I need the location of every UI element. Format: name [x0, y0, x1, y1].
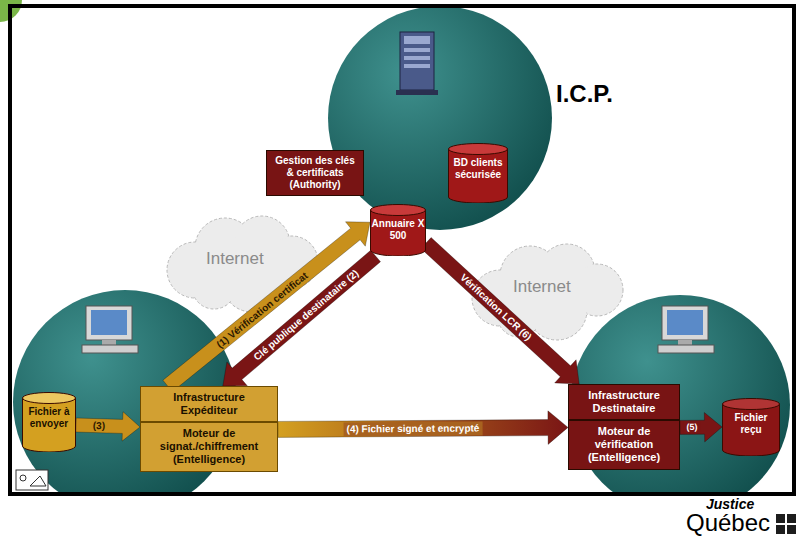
- server-icon: [396, 32, 438, 95]
- icp-circle: [328, 6, 552, 230]
- flow-arrow: [680, 413, 722, 442]
- arrow-shape: [278, 411, 568, 445]
- node-text: Fichier à envoyer: [23, 406, 75, 429]
- flow-arrow: [163, 222, 370, 392]
- flow-arrow: [76, 412, 140, 441]
- frame: [10, 6, 794, 494]
- node-text: Moteur de vérification (Entelligence): [573, 425, 675, 465]
- step-label: (3): [90, 419, 109, 432]
- network-label: Internet: [513, 278, 571, 295]
- step-label: (1) Vérification certificat: [211, 267, 312, 353]
- arrow-shape: [680, 413, 722, 442]
- computer-icon: [82, 306, 138, 353]
- authority-box: Gestion des clés & certificats (Authorit…: [266, 150, 364, 196]
- engine-box: Moteur de signat./chiffrement (Entellige…: [140, 422, 278, 472]
- arrow-shape: [163, 222, 370, 392]
- computer-icon: [658, 306, 714, 353]
- step-label: (5): [684, 421, 701, 433]
- node-text: Annuaire X 500: [371, 218, 425, 241]
- flow-arrow: [421, 238, 579, 385]
- node-text: Fichier reçu: [723, 412, 779, 435]
- arrow-shape: [421, 238, 579, 385]
- node-text: Gestion des clés & certificats (Authorit…: [271, 155, 359, 191]
- flow-arrow: [278, 411, 568, 445]
- step-label: (4) Fichier signé et encrypté: [344, 421, 483, 436]
- file-cylinder: Fichier reçu: [722, 398, 780, 456]
- corner-icon: [16, 470, 48, 490]
- ministry-label: Justice: [706, 497, 754, 511]
- flag-logo: [776, 514, 796, 534]
- engine-box: Moteur de vérification (Entelligence): [568, 420, 680, 470]
- system-title: I.C.P.: [556, 82, 613, 106]
- ministry-logo: Québec: [686, 511, 770, 535]
- file-cylinder: Fichier à envoyer: [22, 392, 76, 452]
- internet-cloud: [472, 244, 623, 340]
- infrastructure-box: Infrastructure Destinataire: [568, 384, 680, 420]
- node-text: Infrastructure Destinataire: [573, 389, 675, 415]
- node-text: Moteur de signat./chiffrement (Entellige…: [145, 427, 273, 467]
- internet-cloud: [167, 216, 318, 312]
- zone-circles: [13, 6, 790, 494]
- arrow-shape: [76, 412, 140, 441]
- database-cylinder: BD clients sécurisée: [448, 143, 508, 203]
- infrastructure-box: Infrastructure Expéditeur: [140, 386, 278, 422]
- node-text: Infrastructure Expéditeur: [145, 391, 273, 417]
- directory-cylinder: Annuaire X 500: [370, 204, 426, 256]
- node-text: BD clients sécurisée: [449, 157, 507, 180]
- network-label: Internet: [206, 250, 264, 267]
